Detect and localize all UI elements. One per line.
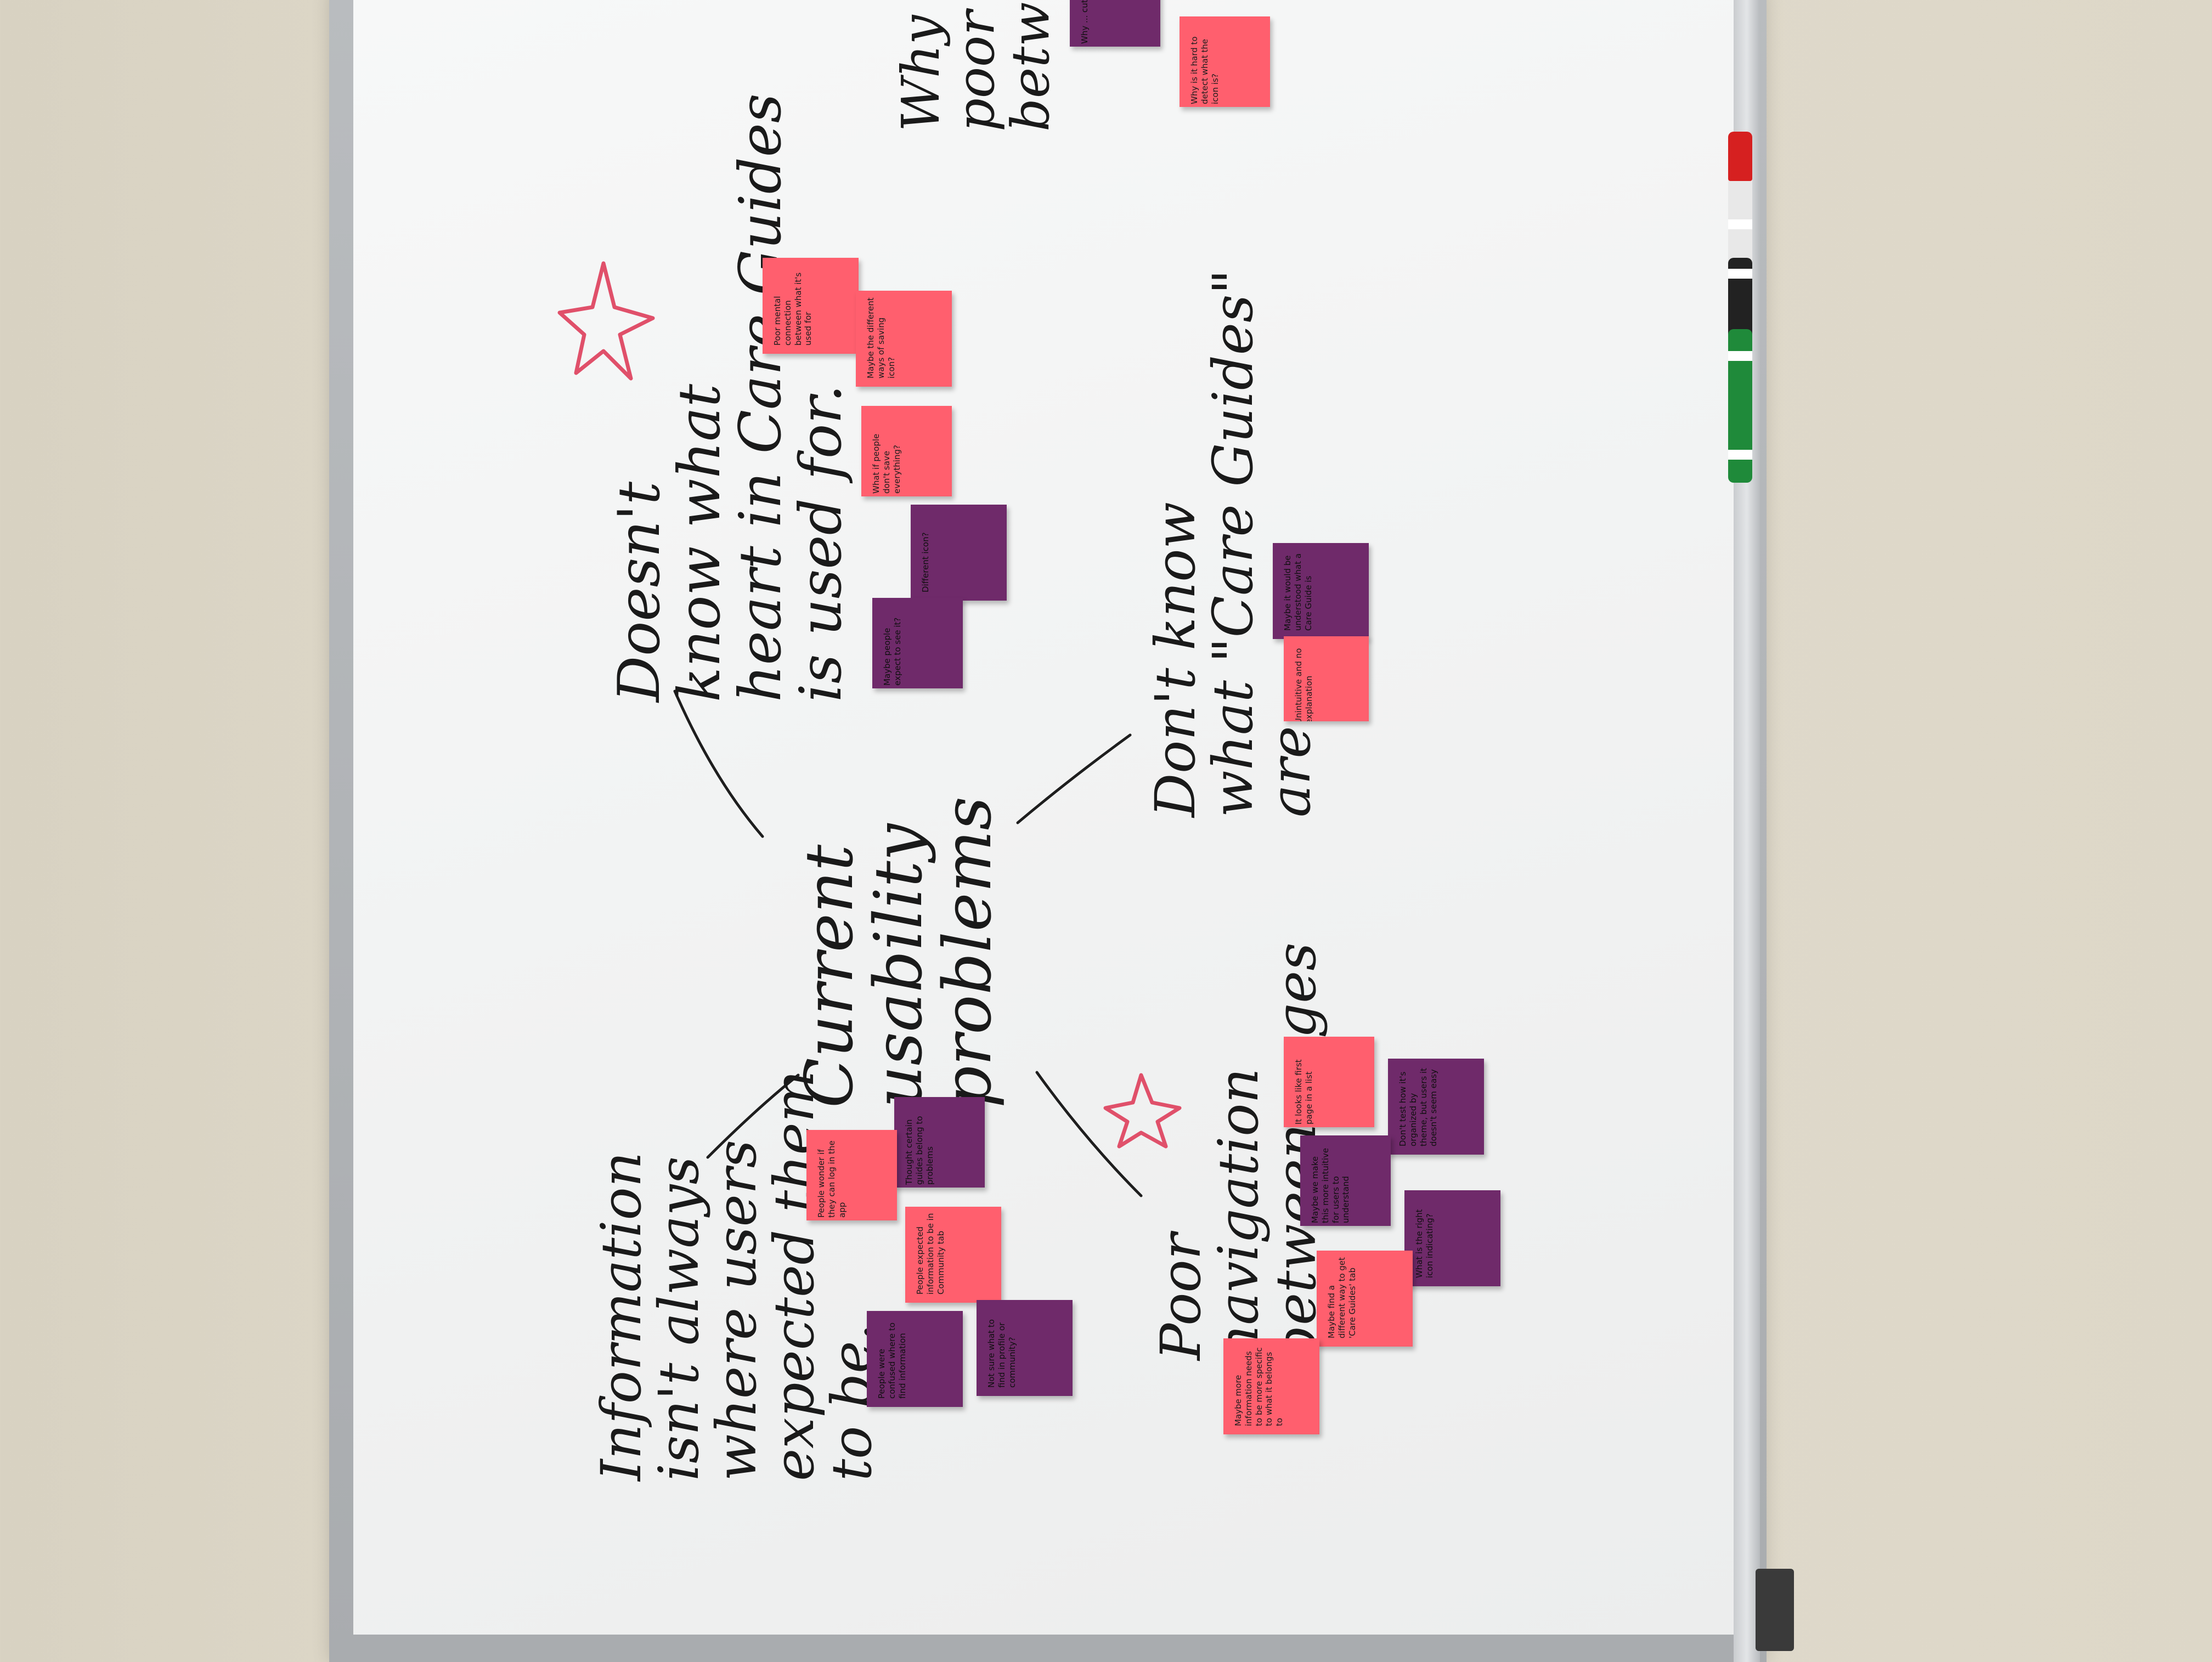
sticky-note: People wonder if they can log in the app	[806, 1130, 897, 1220]
sticky-note: Why ... cut off	[1070, 0, 1160, 47]
branch-poor-navigation: Poor navigation between pages	[1149, 942, 1328, 1360]
star-icon	[557, 261, 655, 381]
green-marker[interactable]	[1728, 329, 1752, 483]
sticky-note: Maybe we make this more intuitive for us…	[1300, 1135, 1391, 1226]
star-icon	[1103, 1073, 1182, 1149]
connector-information	[706, 1073, 800, 1159]
sticky-note: Maybe more information needs to be more …	[1223, 1338, 1319, 1434]
sticky-note: People expected information to be in Com…	[905, 1207, 1001, 1303]
sticky-note: Maybe find a different way to get 'Care …	[1317, 1251, 1413, 1347]
sticky-note: It looks like first page in a list	[1284, 1037, 1374, 1127]
sticky-note: Not sure what to find in profile or comm…	[977, 1300, 1073, 1396]
sticky-note: Maybe the different ways of saving icon?	[856, 291, 952, 387]
branch-top-right: Why poor n betwee	[891, 0, 1061, 132]
connector-care-guides	[1016, 733, 1132, 824]
sticky-note: Thought certain guides belong to problem…	[894, 1097, 985, 1188]
sticky-note: Different icon?	[911, 505, 1007, 601]
sticky-note: Poor mental connection between what it's…	[763, 258, 859, 354]
sticky-note: Don't test how it's organized by theme, …	[1388, 1059, 1484, 1155]
connector-navigation	[1035, 1071, 1143, 1197]
sticky-note: What if people don't save everything?	[861, 406, 952, 496]
sticky-note: Maybe it would be understood what a Care…	[1273, 543, 1369, 639]
center-topic: Current usability problems	[792, 796, 1006, 1108]
sticky-note: Why is it hard to detect what the icon i…	[1180, 16, 1270, 107]
sticky-note: Unintuitive and no explanation	[1284, 636, 1369, 721]
whiteboard	[329, 0, 1767, 1662]
sticky-note: People were confused where to find infor…	[867, 1311, 963, 1407]
connector-heart	[673, 689, 764, 838]
sticky-note: Maybe people expect to see it?	[872, 598, 963, 688]
branch-doesnt-know-heart: Doesn't know what heart in Care Guides i…	[606, 93, 854, 702]
eraser-icon[interactable]	[1756, 1569, 1794, 1651]
sticky-note: What is the right icon indicating?	[1404, 1190, 1500, 1286]
